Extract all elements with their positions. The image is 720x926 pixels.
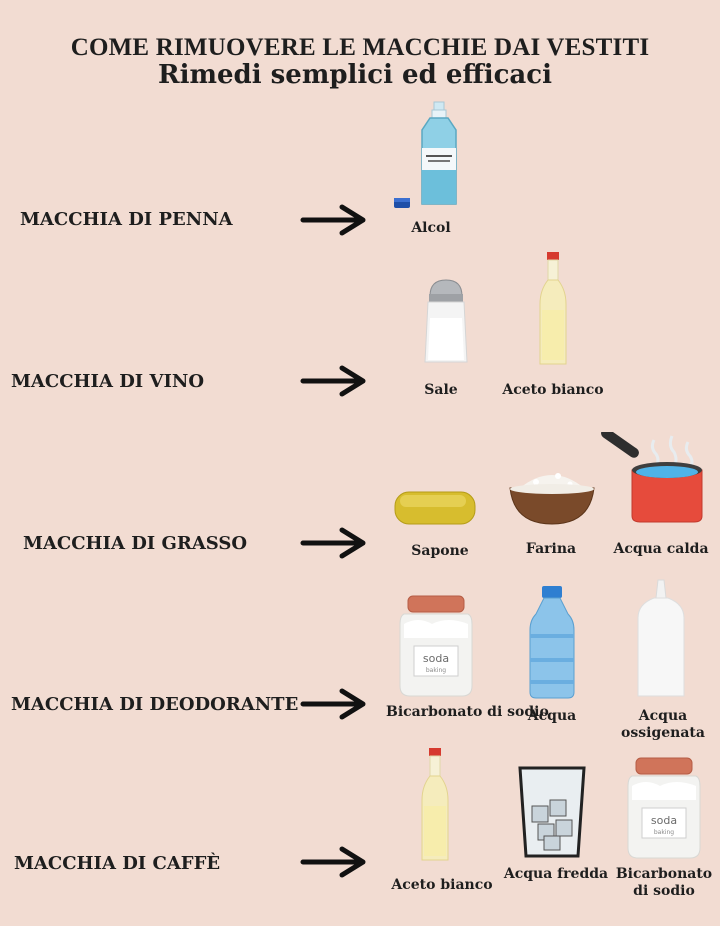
remedy-caption: Acqua ossigenata — [621, 708, 705, 741]
arrow-icon — [300, 846, 366, 878]
stain-label-grease: MACCHIA DI GRASSO — [23, 533, 248, 554]
ice-water-glass-icon — [518, 766, 586, 858]
vinegar-bottle-icon — [421, 748, 449, 861]
remedy-caption: Bicarbonato di sodio — [386, 704, 549, 720]
remedy-caption: Aceto bianco — [391, 877, 493, 893]
stain-label-deodorant: MACCHIA DI DEODORANTE — [11, 694, 299, 715]
remedy-caption: Acqua calda — [613, 541, 709, 557]
jar-label-sub: baking — [654, 829, 674, 836]
remedy-caption: Farina — [525, 541, 577, 557]
baking-soda-jar-icon: soda baking — [627, 757, 701, 859]
stain-label-pen: MACCHIA DI PENNA — [20, 209, 233, 230]
baking-soda-jar-icon: soda baking — [399, 595, 473, 697]
page-subtitle: Rimedi semplici ed efficaci — [158, 60, 552, 90]
alcohol-bottle-icon — [394, 101, 457, 208]
arrow-icon — [300, 527, 366, 559]
remedy-caption: Sapone — [411, 543, 469, 559]
jar-label-sub: baking — [426, 667, 446, 674]
remedy-caption: Alcol — [411, 220, 451, 236]
jar-label-brand: soda — [423, 652, 449, 665]
remedy-caption: Acqua — [527, 708, 577, 724]
stain-label-wine: MACCHIA DI VINO — [11, 371, 205, 392]
remedy-caption: Acqua fredda — [503, 866, 609, 882]
water-bottle-icon — [529, 586, 575, 699]
remedy-caption: Sale — [424, 382, 458, 398]
arrow-icon — [300, 365, 366, 397]
arrow-icon — [300, 688, 366, 720]
page-title: COME RIMUOVERE LE MACCHIE DAI VESTITI — [70, 34, 650, 61]
stain-label-coffee: MACCHIA DI CAFFÈ — [14, 853, 221, 874]
peroxide-bottle-icon — [637, 579, 685, 697]
vinegar-bottle-icon — [539, 252, 567, 365]
soap-bar-icon — [394, 491, 476, 525]
arrow-icon — [300, 204, 366, 236]
remedy-caption: Bicarbonato di sodio — [615, 866, 713, 899]
remedy-caption: Aceto bianco — [502, 382, 604, 398]
salt-shaker-icon — [424, 279, 468, 363]
boiling-pot-icon — [601, 432, 703, 523]
flour-bowl-icon — [509, 473, 595, 525]
jar-label-brand: soda — [651, 814, 677, 827]
